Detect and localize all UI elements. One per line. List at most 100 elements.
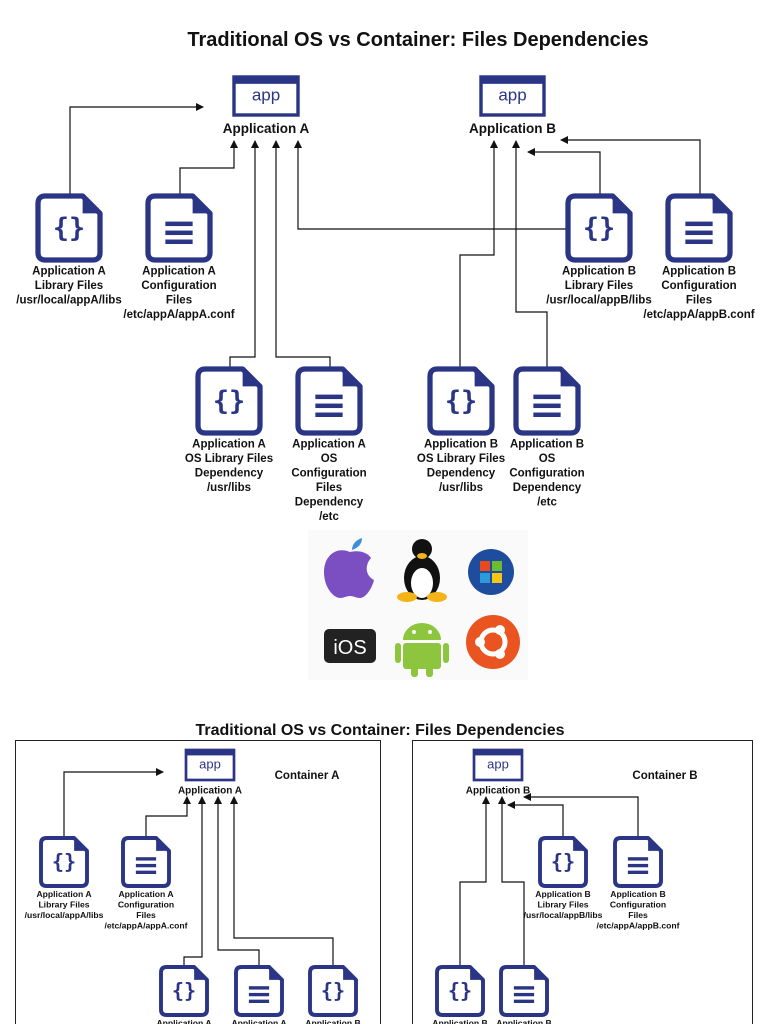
file-label-line: /usr/libs: [439, 482, 483, 494]
file-label: Application A: [231, 1018, 286, 1024]
file-label: Application A: [156, 1018, 211, 1024]
file-label-line: Application A: [32, 265, 106, 277]
file-label-line: /etc/appA/appA.conf: [123, 309, 234, 321]
file-label-line: /etc/appA/appB.conf: [643, 309, 754, 321]
file-label-line: Dependency: [295, 496, 364, 508]
container-a-box: [15, 740, 381, 1024]
file-label-line: Library Files: [537, 899, 588, 909]
apple-logo: [324, 538, 374, 598]
file-label-line: Application A: [156, 1018, 211, 1024]
app-icon-text: app: [252, 86, 280, 105]
app-label: Application A: [178, 786, 242, 797]
text-file-icon: [295, 366, 363, 436]
file-label-line: /etc/appA/appA.conf: [104, 920, 187, 930]
file-label-line: Application A: [292, 438, 366, 450]
dep-arrow: [69, 103, 204, 196]
svg-text:{}: {}: [551, 850, 575, 874]
file-label-line: Application A: [231, 1018, 286, 1024]
dep-arrow: [560, 136, 701, 196]
file-label-line: Configuration: [291, 467, 366, 479]
file-label-line: Application B: [496, 1018, 551, 1024]
dep-arrow: [512, 140, 548, 369]
text-file-icon: [499, 965, 549, 1017]
file-label-line: /usr/local/appB/libs: [524, 910, 603, 920]
dep-arrow: [179, 140, 238, 196]
app-icon-text: app: [498, 86, 526, 105]
svg-text:{}: {}: [448, 979, 472, 1003]
dep-arrow: [145, 796, 191, 838]
file-label-line: Application B: [510, 438, 584, 450]
file-label-line: Dependency: [195, 467, 264, 479]
ios-logo-text: iOS: [333, 637, 366, 659]
container-b-box: [412, 740, 753, 1024]
dep-arrow: [459, 140, 498, 369]
file-label-line: OS: [321, 453, 338, 465]
file-label-line: /usr/local/appA/libs: [25, 910, 104, 920]
file-label-line: Application B: [610, 889, 665, 899]
top-title: Traditional OS vs Container: Files Depen…: [187, 29, 648, 51]
file-label: Application B: [496, 1018, 551, 1024]
file-label-line: Application A: [142, 265, 216, 277]
file-label-line: Dependency: [513, 482, 582, 494]
code-file-icon: {}: [39, 836, 89, 888]
os-logos-panel: iOS: [308, 530, 528, 680]
dep-arrow: [294, 140, 568, 230]
file-label-line: Dependency: [427, 467, 496, 479]
code-file-icon: {}: [427, 366, 495, 436]
container-a-label: Container A: [275, 770, 340, 782]
file-label-line: OS Library Files: [185, 453, 273, 465]
bottom-title: Traditional OS vs Container: Files Depen…: [196, 722, 565, 739]
svg-text:{}: {}: [53, 213, 85, 244]
ios-logo: iOS: [324, 629, 376, 663]
file-label-line: Application A: [118, 889, 173, 899]
container-file-node-8: Application B: [496, 965, 552, 1024]
file-label-line: /usr/libs: [207, 482, 251, 494]
dep-arrow: [229, 140, 259, 369]
container-file-node-2: {}Application A: [156, 965, 212, 1024]
dep-arrow: [523, 793, 639, 838]
svg-text:{}: {}: [583, 213, 615, 244]
file-label-line: OS: [539, 453, 556, 465]
code-file-icon: {}: [435, 965, 485, 1017]
file-label-line: Application A: [36, 889, 91, 899]
dep-arrow: [527, 148, 601, 196]
file-label-line: Files: [316, 482, 342, 494]
file-label-line: Files: [686, 294, 712, 306]
file-label-line: OS Library Files: [417, 453, 505, 465]
svg-text:{}: {}: [213, 386, 245, 417]
code-file-icon: {}: [35, 193, 103, 263]
file-label-line: /usr/local/appA/libs: [16, 294, 121, 306]
code-file-icon: {}: [195, 366, 263, 436]
text-file-icon: [234, 965, 284, 1017]
file-label-line: Files: [628, 910, 648, 920]
file-label-line: Files: [166, 294, 192, 306]
file-label: Application B: [305, 1018, 360, 1024]
file-label-line: /etc: [319, 511, 339, 523]
file-label-line: Configuration: [610, 899, 666, 909]
dep-arrow: [214, 796, 260, 967]
dep-arrow: [498, 796, 525, 967]
file-label-line: Configuration: [118, 899, 174, 909]
